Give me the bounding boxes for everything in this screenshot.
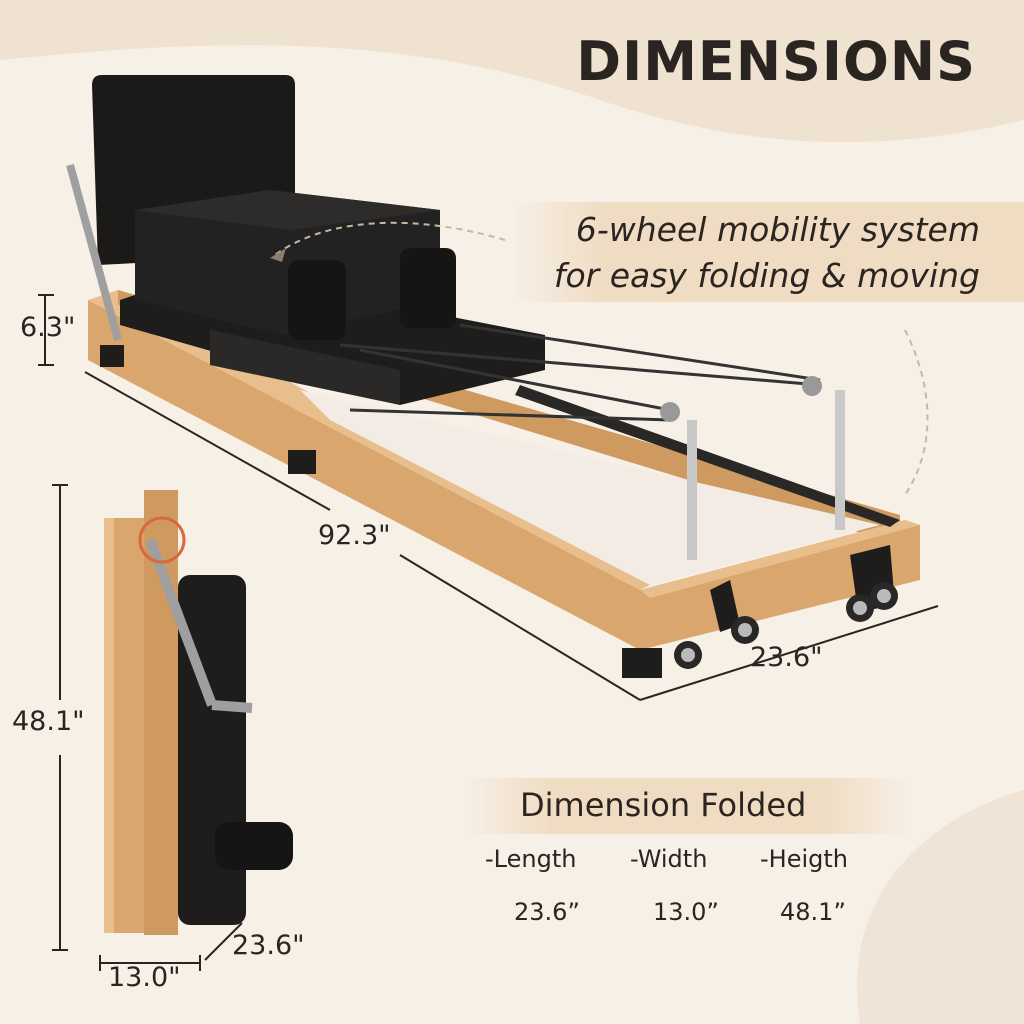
dim-height-side: 6.3" <box>20 312 76 343</box>
spec-label-height: -Heigth <box>760 845 848 873</box>
dim-folded-width: 13.0" <box>108 962 181 993</box>
folded-reformer <box>104 490 293 935</box>
spec-value-width: 13.0” <box>653 898 719 926</box>
ropes-and-posts <box>339 323 845 560</box>
mobility-arrow-top-head <box>270 248 286 262</box>
feature-line-1: 6-wheel mobility system <box>575 210 980 249</box>
folded-band <box>462 778 912 834</box>
background-wave <box>0 0 1024 143</box>
page-title: DIMENSIONS <box>576 30 976 93</box>
dim-length: 92.3" <box>318 520 391 551</box>
background-swirl <box>856 790 1024 1024</box>
mobility-arrow-right <box>904 329 929 496</box>
spec-value-height: 48.1” <box>780 898 846 926</box>
dim-folded-height: 48.1" <box>12 706 85 737</box>
spec-label-width: -Width <box>630 845 708 873</box>
folded-title: Dimension Folded <box>520 786 807 824</box>
carriage <box>66 75 545 405</box>
spec-label-length: -Length <box>485 845 577 873</box>
dim-folded-depth: 23.6" <box>232 930 305 961</box>
mobility-arrow-top <box>274 221 506 256</box>
dimension-lines <box>38 294 939 971</box>
wheels <box>674 545 898 669</box>
dim-width: 23.6" <box>750 642 823 673</box>
feature-line-2: for easy folding & moving <box>553 256 980 295</box>
spec-value-length: 23.6” <box>514 898 580 926</box>
feature-band <box>512 202 1024 302</box>
